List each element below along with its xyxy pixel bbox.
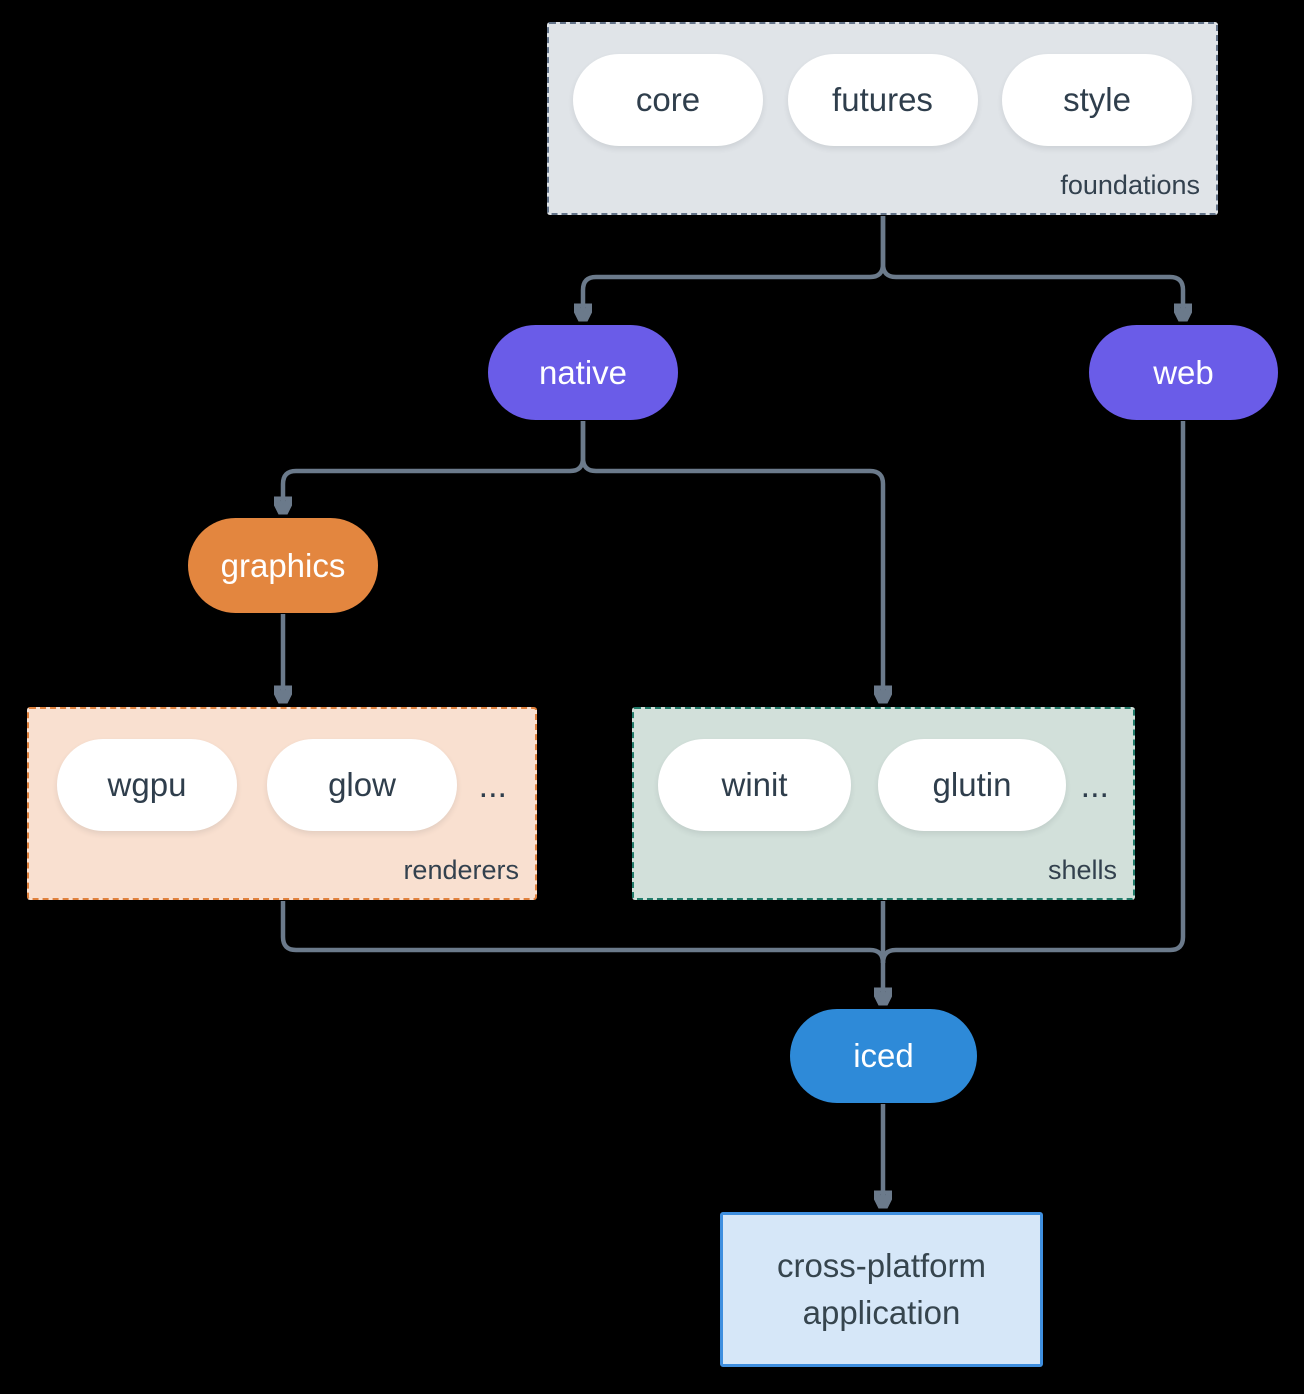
- node-application: cross-platform application: [720, 1212, 1043, 1367]
- node-style: style: [1002, 54, 1192, 146]
- node-iced: iced: [790, 1009, 977, 1103]
- application-label-line2: application: [802, 1293, 961, 1331]
- group-shells-label: shells: [1047, 855, 1117, 885]
- edge-foundations-to-web: [880, 216, 1183, 316]
- node-web: web: [1089, 325, 1278, 420]
- group-renderers-label: renderers: [403, 855, 519, 885]
- node-winit: winit: [658, 739, 851, 831]
- group-renderers: wgpu glow ... renderers: [27, 707, 537, 900]
- node-native: native: [488, 325, 678, 420]
- group-foundations: core futures style foundations: [547, 22, 1218, 215]
- node-graphics: graphics: [188, 518, 378, 613]
- node-wgpu: wgpu: [57, 739, 237, 831]
- group-shells: winit glutin ... shells: [632, 707, 1135, 900]
- application-label-line1: cross-platform: [776, 1246, 987, 1284]
- node-glow: glow: [267, 739, 457, 831]
- group-foundations-label: foundations: [1060, 170, 1200, 200]
- renderers-ellipsis: ...: [478, 767, 507, 805]
- edge-renderers-to-merge: [280, 901, 886, 964]
- edge-native-to-graphics: [283, 421, 586, 509]
- shells-ellipsis: ...: [1080, 767, 1109, 805]
- edge-native-to-shells: [580, 421, 883, 698]
- node-futures: futures: [787, 54, 978, 146]
- node-glutin: glutin: [878, 739, 1066, 831]
- edge-foundations-to-native: [583, 216, 886, 316]
- node-core: core: [573, 54, 763, 146]
